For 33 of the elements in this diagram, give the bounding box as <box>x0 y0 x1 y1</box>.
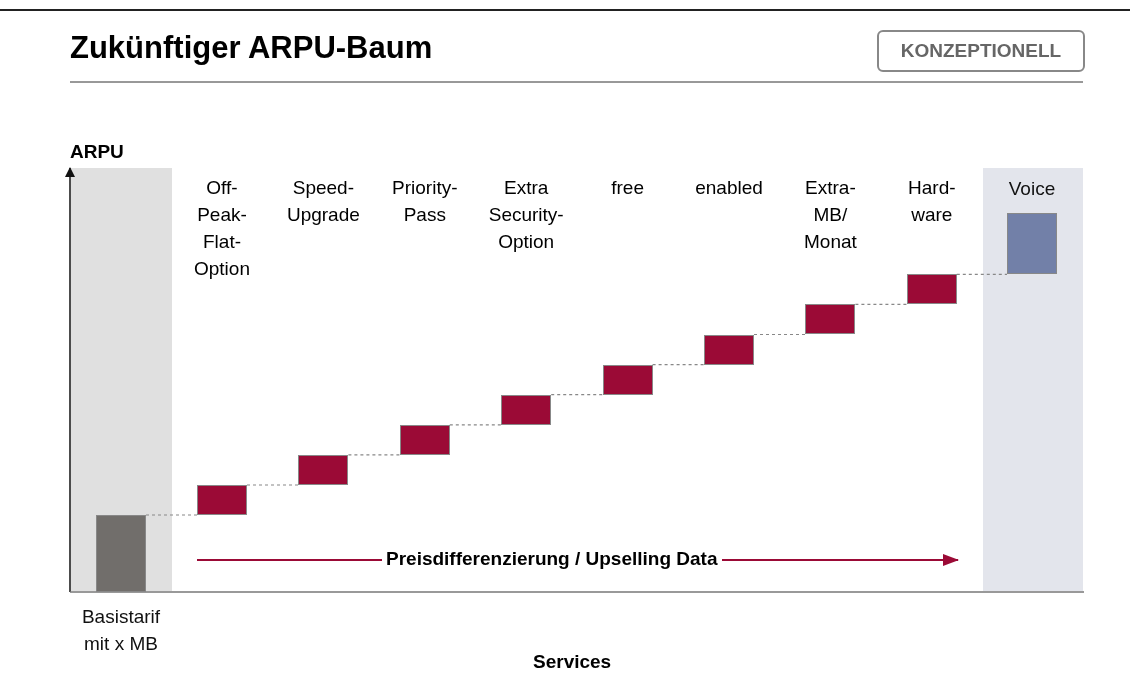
connector-line <box>753 333 806 336</box>
column-label: enabled <box>694 176 764 200</box>
bar <box>1007 213 1057 274</box>
connector-line <box>652 364 705 366</box>
column-label: Extra Security- Option <box>487 176 565 254</box>
bar <box>96 515 146 592</box>
connector-line <box>145 514 198 516</box>
column-label: Hard- ware <box>907 176 957 227</box>
bar <box>197 485 247 515</box>
column-label: Extra- MB/ Monat <box>803 176 858 254</box>
axis-title: Services <box>533 651 612 673</box>
bar <box>501 394 552 425</box>
status-badge: KONZEPTIONELL <box>877 30 1085 72</box>
axis-title: ARPU <box>70 141 124 163</box>
bar <box>906 274 957 305</box>
column-label: free <box>610 176 645 200</box>
bar <box>399 424 450 455</box>
connector-line <box>550 394 604 396</box>
bar <box>704 334 754 365</box>
column-label: Off- Peak- Flat- Option <box>193 176 251 281</box>
connector-line <box>246 484 299 486</box>
connector-line <box>854 303 908 305</box>
title: Zukünftiger ARPU-Baum <box>70 30 433 66</box>
connector-line <box>956 273 1008 275</box>
bar <box>602 364 653 395</box>
connector-line <box>347 454 401 456</box>
bar <box>805 304 856 335</box>
bar-label: Voice <box>1007 177 1057 201</box>
column-label: Priority- Pass <box>391 176 459 227</box>
bar <box>298 454 349 485</box>
column-label: Speed- Upgrade <box>285 176 361 227</box>
bar-label: Basistarif mit x MB <box>80 605 162 656</box>
connector-line <box>449 424 502 426</box>
